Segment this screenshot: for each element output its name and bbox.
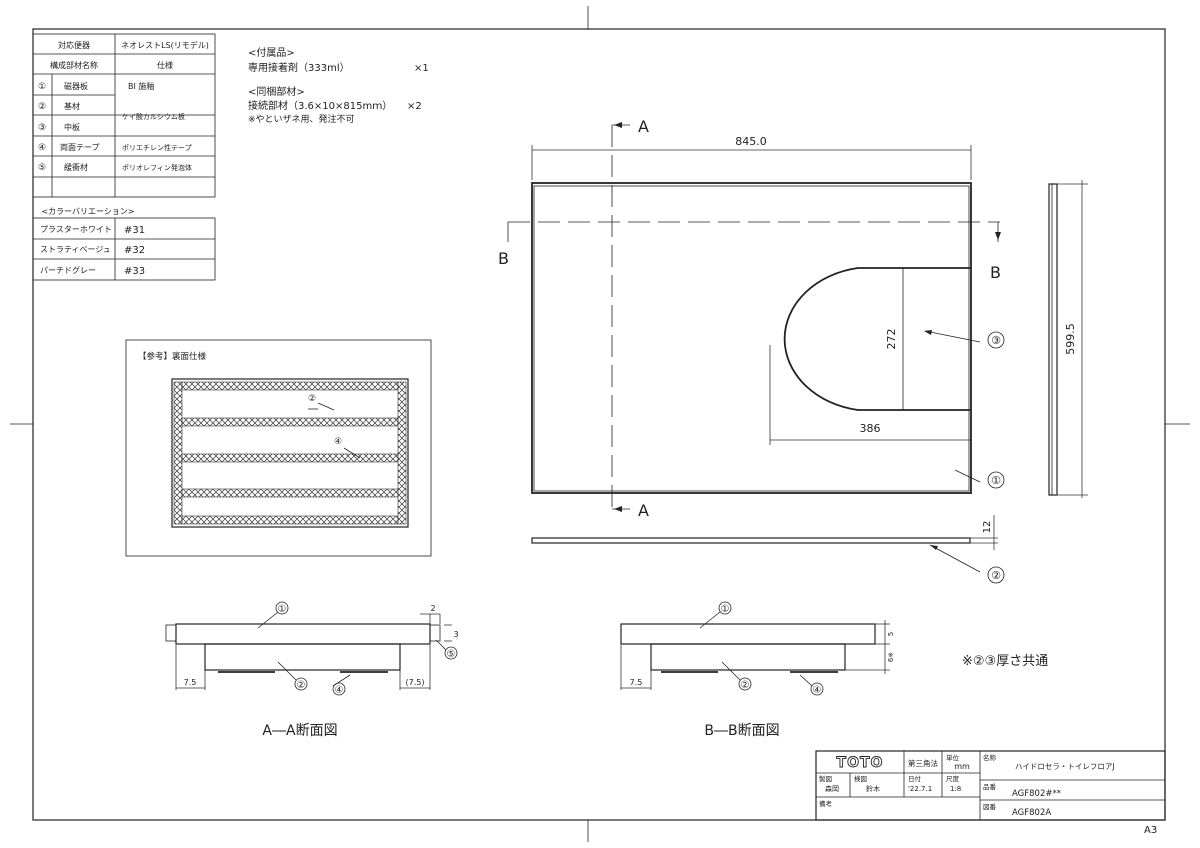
aa-right-dim: (7.5) xyxy=(406,678,425,687)
spec-row-spec: ケイ酸カルシウム板 xyxy=(122,112,185,121)
spec-row-name: 緩衝材 xyxy=(64,162,88,172)
accessory-item: 専用接着剤（333ml） xyxy=(248,61,350,74)
spec-row-num: ② xyxy=(38,102,46,112)
color-variation-table: <カラーバリエーション> プラスターホワイト #31 ストラティベージュ #32… xyxy=(32,207,216,281)
spec-row-spec: ポリオレフィン発泡体 xyxy=(122,163,192,172)
section-bb-title: B―B断面図 xyxy=(704,723,779,739)
aa-top-dim: 2 xyxy=(430,604,435,613)
reference-backside-view: 【参考】裏面仕様 ② ④ xyxy=(125,339,432,557)
cutout-height-dimension: 272 xyxy=(885,329,898,350)
spec-row-name: 両面テープ xyxy=(60,143,100,152)
bb-left-dim: 7.5 xyxy=(630,678,643,687)
side-profile xyxy=(1048,183,1058,496)
section-b-label-left: B xyxy=(498,249,509,268)
name-label: 名称 xyxy=(983,753,997,762)
part-number: AGF802#** xyxy=(1012,789,1061,799)
plan-callout-2: ② xyxy=(991,569,1001,582)
notes: <付属品> 専用接着剤（333ml） ×1 <同梱部材> 接続部材（3.6×10… xyxy=(248,46,429,125)
bb-callout-1: ① xyxy=(721,604,730,615)
sheet-border xyxy=(10,6,1190,842)
color-name: パーチドグレー xyxy=(40,265,96,275)
spec-row-num: ⑤ xyxy=(38,163,46,173)
aa-callout-5: ⑤ xyxy=(447,649,456,660)
spec-row-name: 基材 xyxy=(64,101,80,111)
sheet-size: A3 xyxy=(1144,825,1157,836)
unit-label: 単位 xyxy=(946,753,960,762)
aa-callout-2: ② xyxy=(297,680,306,691)
bb-callout-4: ④ xyxy=(813,685,822,696)
reference-callout-4: ④ xyxy=(334,437,342,447)
color-name: ストラティベージュ xyxy=(40,245,111,254)
section-aa: 7.5 (7.5) 2 3 ① ② ④ ⑤ A―A断面図 xyxy=(165,601,459,739)
section-a-label-top: A xyxy=(638,117,649,136)
accessory-qty: ×1 xyxy=(414,63,429,74)
color-variation-title: <カラーバリエーション> xyxy=(41,207,134,216)
checked-by: 鈴木 xyxy=(866,784,880,793)
section-bb: 7.5 5 6※ ① ② ④ B―B断面図 xyxy=(620,601,895,739)
accessory-title: <付属品> xyxy=(248,46,295,59)
remarks-label: 備考 xyxy=(819,799,833,808)
aa-callout-4: ④ xyxy=(335,685,344,696)
color-code: #32 xyxy=(124,245,145,256)
bundled-note: ※やといザネ用、発注不可 xyxy=(248,113,355,125)
date-label: 日付 xyxy=(908,774,922,783)
spec-row-num: ① xyxy=(38,82,46,92)
aa-callout-1: ① xyxy=(278,604,287,615)
section-b-label-right: B xyxy=(990,263,1001,282)
spec-table: 対応便器 ネオレストLS(リモデル) 構成部材名称 仕様 ① 磁器板 BⅠ 施釉… xyxy=(32,33,216,198)
section-aa-title: A―A断面図 xyxy=(262,723,337,739)
product-name: ハイドロセラ・トイレフロアJ xyxy=(1015,762,1115,771)
drawn-label: 製図 xyxy=(819,774,832,783)
plan-callout-3: ③ xyxy=(991,334,1001,347)
reference-title: 【参考】裏面仕様 xyxy=(138,351,207,362)
common-thickness-note: ※②③厚さ共通 xyxy=(962,654,1048,669)
drawn-by: 森岡 xyxy=(825,784,839,793)
date-value: '22.7.1 xyxy=(908,785,932,793)
spec-row-num: ④ xyxy=(38,143,46,153)
thickness-dimension: 12 xyxy=(982,521,993,534)
width-dimension: 845.0 xyxy=(735,135,767,148)
spec-row-num: ③ xyxy=(38,123,46,133)
section-a-label-bottom: A xyxy=(638,501,649,520)
height-dimension: 599.5 xyxy=(1064,323,1077,355)
spec-header-right: ネオレストLS(リモデル) xyxy=(121,40,209,50)
color-name: プラスターホワイト xyxy=(40,225,112,234)
reference-callout-2: ② xyxy=(308,394,316,404)
scale-label: 尺度 xyxy=(946,774,960,783)
spec-col-right: 仕様 xyxy=(157,60,173,70)
plan-view: A A B B 845.0 386 272 ③ ① 599.5 xyxy=(498,117,1088,584)
unit-value: mm xyxy=(954,762,970,771)
bottom-profile xyxy=(531,537,971,544)
spec-col-left: 構成部材名称 xyxy=(50,60,98,70)
color-code: #33 xyxy=(124,266,145,277)
color-code: #31 xyxy=(124,225,145,236)
bundled-qty: ×2 xyxy=(407,101,422,112)
title-block: TOTO 第三角法 単位 mm 名称 ハイドロセラ・トイレフロアJ 製図 森岡 … xyxy=(815,750,1166,821)
aa-side-dim: 3 xyxy=(453,630,458,639)
spec-row-name: 磁器板 xyxy=(64,81,88,91)
bb-dim-5: 5 xyxy=(887,632,895,636)
cutout-width-dimension: 386 xyxy=(860,422,881,435)
spec-row-spec: ポリエチレン性テープ xyxy=(122,143,192,152)
bundled-title: <同梱部材> xyxy=(248,85,305,98)
bb-dim-6: 6※ xyxy=(887,652,895,662)
spec-row-spec: BⅠ 施釉 xyxy=(128,81,154,91)
part-label: 品番 xyxy=(983,783,997,791)
projection-label: 第三角法 xyxy=(908,758,938,768)
aa-left-dim: 7.5 xyxy=(184,678,197,687)
spec-row-name: 中板 xyxy=(64,122,80,132)
bb-callout-2: ② xyxy=(741,680,750,691)
toilet-cutout xyxy=(783,267,971,411)
checked-label: 検図 xyxy=(854,774,867,783)
scale-value: 1:8 xyxy=(950,785,961,793)
plan-callout-1: ① xyxy=(991,474,1001,487)
drawing-number: AGF802A xyxy=(1012,808,1051,818)
drawing-label: 図番 xyxy=(983,803,997,811)
bundled-item: 接続部材（3.6×10×815mｍ） xyxy=(248,99,392,112)
spec-header-left: 対応便器 xyxy=(58,40,90,50)
toto-logo: TOTO xyxy=(837,755,884,771)
